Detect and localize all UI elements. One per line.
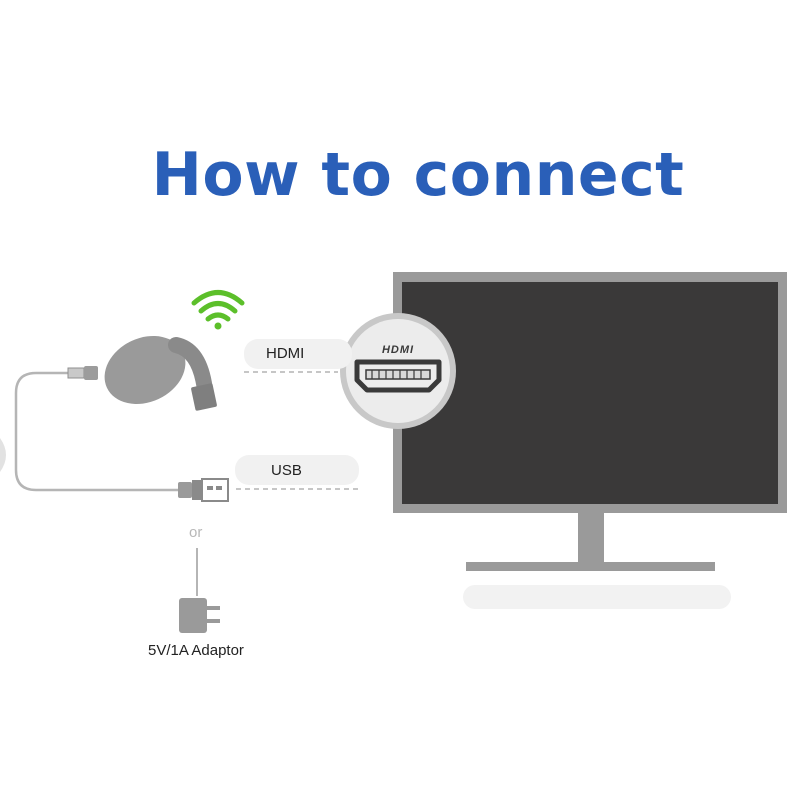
page-title: How to connect xyxy=(151,140,685,210)
tv-neck xyxy=(578,513,604,563)
micro-usb-plug-icon xyxy=(67,366,98,380)
usb-cable xyxy=(14,371,178,492)
tv-screen xyxy=(402,282,778,504)
tv-shadow xyxy=(463,585,731,609)
cable-shadow xyxy=(0,438,6,472)
dongle-neck xyxy=(168,337,213,398)
dongle-icon xyxy=(104,335,217,411)
power-adapter-icon xyxy=(179,598,220,633)
tv-base xyxy=(466,562,715,571)
hdmi-port-shape xyxy=(354,359,442,393)
hdmi-port-pins xyxy=(365,369,431,380)
dongle-hdmi-plug xyxy=(191,383,217,411)
hdmi-port-icon: HDMI xyxy=(340,313,456,429)
hdmi-label-pill: HDMI xyxy=(244,339,352,369)
usb-plug-icon xyxy=(178,478,229,502)
adaptor-label: 5V/1A Adaptor xyxy=(148,642,244,659)
or-label: or xyxy=(189,524,203,541)
dongle-body xyxy=(104,335,186,405)
usb-label-pill: USB xyxy=(235,455,359,485)
hdmi-port-logo: HDMI xyxy=(382,344,414,356)
wifi-icon xyxy=(191,290,245,330)
tv-icon xyxy=(393,272,787,609)
hdmi-label: HDMI xyxy=(266,345,305,362)
usb-label: USB xyxy=(271,462,302,479)
